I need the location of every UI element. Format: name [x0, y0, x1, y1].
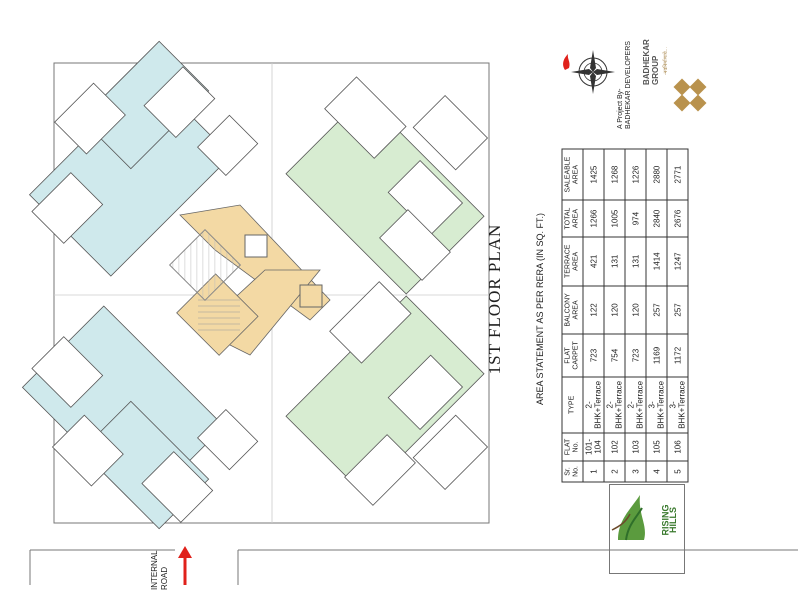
wing-northeast [285, 76, 489, 295]
cell: 5 [667, 460, 688, 482]
table-row: 2 102 2-BHK+Terrace 754 120 131 1005 126… [604, 149, 625, 482]
cell: 723 [583, 334, 604, 377]
cell: 1226 [625, 149, 646, 201]
header-sr-no: Sr. No. [562, 460, 583, 482]
brand-line-1: BADHEKAR [642, 39, 651, 85]
cell: 120 [604, 285, 625, 335]
compass-icon [571, 50, 615, 94]
cell: 1247 [667, 236, 688, 286]
table-row: 3 103 2-BHK+Terrace 723 120 131 974 1226 [625, 149, 646, 482]
cell: 1266 [583, 200, 604, 237]
cell: 131 [604, 236, 625, 286]
internal-road-label: INTERNAL ROAD [150, 550, 174, 590]
road-label-line-1: INTERNAL [150, 550, 159, 590]
header-flat-carpet: FLAT CARPET [562, 334, 583, 377]
cell: 4 [646, 460, 667, 482]
cell: 257 [646, 285, 667, 335]
cell: 131 [625, 236, 646, 286]
internal-road [29, 549, 798, 585]
cell: 421 [583, 236, 604, 286]
logo-text-hills: HILLS [668, 507, 678, 533]
cell: 257 [667, 285, 688, 335]
header-total-area: TOTAL AREA [562, 200, 583, 237]
badhekar-logo-icon [673, 78, 707, 112]
cell: 1425 [583, 149, 604, 201]
cell: 754 [604, 334, 625, 377]
cell: 102 [604, 433, 625, 461]
table-header-row: Sr. No. FLAT No. TYPE FLAT CARPET BALCON… [562, 149, 583, 482]
cell: 2771 [667, 149, 688, 201]
header-type: TYPE [562, 376, 583, 434]
area-statement-title: AREA STATEMENT AS PER RERA (IN SQ. FT.) [535, 212, 545, 406]
developer-name: BADHEKAR DEVELOPERS [625, 41, 632, 129]
cell: 106 [667, 433, 688, 461]
rising-hills-logo-icon [611, 495, 645, 541]
brand-line-2: GROUP [651, 55, 660, 85]
road-arrow-icon [178, 546, 192, 585]
floor-plan-title: 1ST FLOOR PLAN [485, 223, 504, 375]
header-terrace-area: TERRACE AREA [562, 236, 583, 286]
site-boundary [53, 62, 490, 524]
cell: 1414 [646, 236, 667, 286]
cell: 105 [646, 433, 667, 461]
table-row: 5 106 3-BHK+Terrace 1172 257 1247 2676 2… [667, 149, 688, 482]
cell: 103 [625, 433, 646, 461]
road-label-line-2: ROAD [160, 566, 169, 590]
cell: 1005 [604, 200, 625, 237]
cell: 974 [625, 200, 646, 237]
cell: 120 [625, 285, 646, 335]
cell: 2 [604, 460, 625, 482]
cell: 1268 [604, 149, 625, 201]
cell: 2880 [646, 149, 667, 201]
cell: 122 [583, 285, 604, 335]
cell: 1 [583, 460, 604, 482]
cell: 2-BHK+Terrace [604, 376, 625, 434]
cell: 2840 [646, 200, 667, 237]
table-row: 1 101-104 2-BHK+Terrace 723 122 421 1266… [583, 149, 604, 482]
header-saleable-area: SALEABLE AREA [562, 149, 583, 201]
header-flat-no: FLAT No. [562, 433, 583, 461]
wing-southwest [21, 305, 259, 530]
cell: 2676 [667, 200, 688, 237]
header-balcony-area: BALCONY AREA [562, 285, 583, 335]
cell: 3 [625, 460, 646, 482]
rising-hills-logo: RISING HILLS [609, 484, 685, 574]
wing-northwest [28, 40, 259, 277]
cell: 1169 [646, 334, 667, 377]
wing-southeast [285, 281, 489, 506]
cell: 1172 [667, 334, 688, 377]
cell: 3-BHK+Terrace [646, 376, 667, 434]
area-statement-table: Sr. No. FLAT No. TYPE FLAT CARPET BALCON… [562, 149, 689, 483]
central-core [168, 204, 331, 356]
cell: 2-BHK+Terrace [625, 376, 646, 434]
cell: 101-104 [583, 433, 604, 461]
cell: 2-BHK+Terrace [583, 376, 604, 434]
cell: 3-BHK+Terrace [667, 376, 688, 434]
brand-tagline: -नवनिर्माणाचे... [663, 47, 669, 75]
flame-logo-icon [563, 54, 570, 70]
cell: 723 [625, 334, 646, 377]
table-row: 4 105 3-BHK+Terrace 1169 257 1414 2840 2… [646, 149, 667, 482]
